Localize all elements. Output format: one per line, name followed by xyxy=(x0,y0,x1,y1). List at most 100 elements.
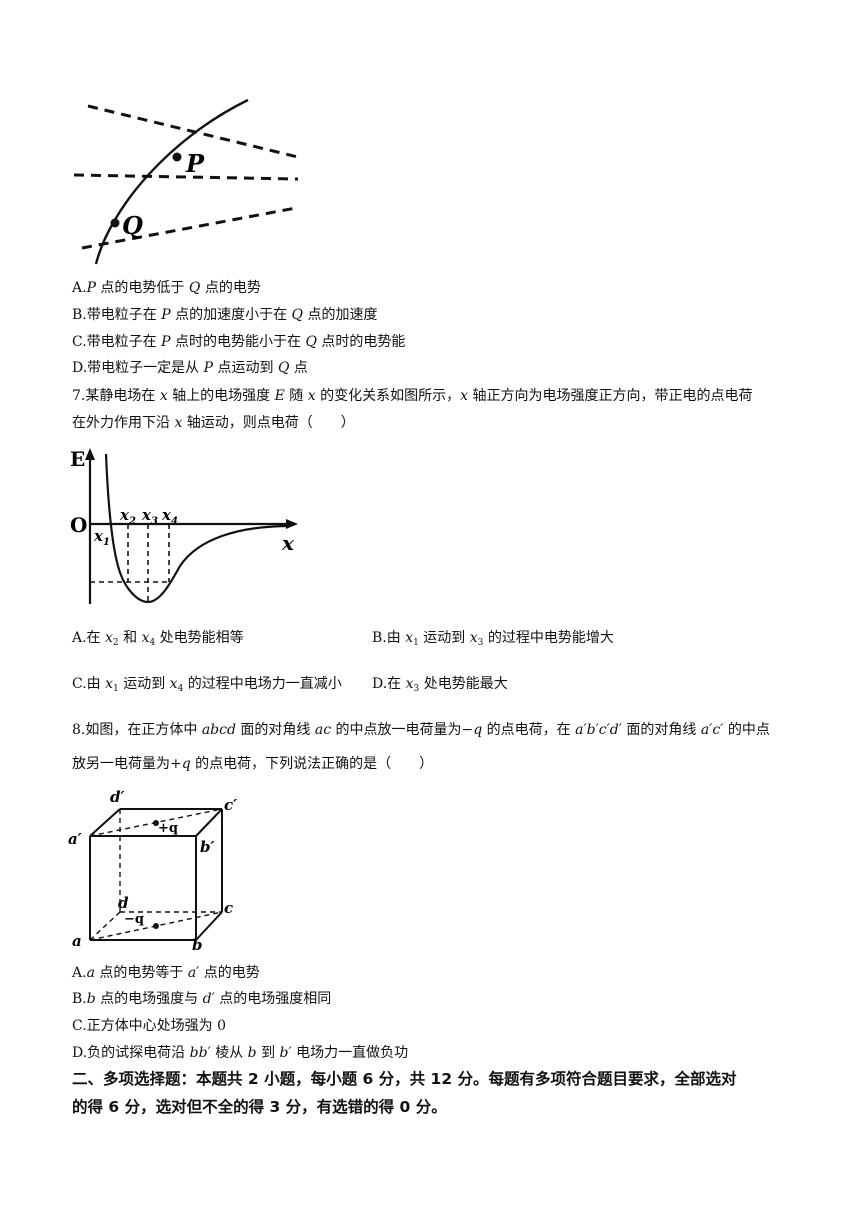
label-x3: x3 xyxy=(141,506,158,527)
text: 的中点放一电荷量为 xyxy=(331,722,462,738)
text: 点时的电势能 xyxy=(316,334,406,350)
sub: 4 xyxy=(149,638,156,648)
text: 的点电荷，下列说法正确的是（ ） xyxy=(190,756,434,772)
text: A.在 xyxy=(72,630,106,646)
text: 的中点 xyxy=(723,722,770,738)
q6-option-d: D.带电粒子一定是从 P 点运动到 Q 点 xyxy=(72,358,308,378)
text: 放另一电荷量为 xyxy=(72,756,170,772)
text: 的过程中电势能增大 xyxy=(483,630,614,646)
var: abcd xyxy=(201,722,236,738)
q7-option-c: C.由 x1 运动到 x4 的过程中电场力一直减小 xyxy=(72,674,342,699)
var: a xyxy=(86,965,95,981)
text: 7.某静电场在 xyxy=(72,388,160,404)
text: 运动到 xyxy=(118,676,170,692)
var: Q xyxy=(291,307,304,323)
q8-option-d: D.负的试探电荷沿 bb′ 棱从 b 到 b′ 电场力一直做负功 xyxy=(72,1043,408,1063)
var: E xyxy=(274,388,285,404)
trajectory-curve xyxy=(94,98,249,265)
var: x xyxy=(141,630,150,646)
text: 面的对角线 xyxy=(621,722,701,738)
label-e: E xyxy=(70,447,85,471)
var: ac xyxy=(314,722,332,738)
section2-heading-line1: 二、多项选择题：本题共 2 小题，每小题 6 分，共 12 分。每题有多项符合题… xyxy=(72,1070,737,1088)
sub: 2 xyxy=(112,638,119,648)
var: P xyxy=(203,360,214,376)
e-axis-arrow-icon xyxy=(85,448,95,460)
text: 点的加速度小于在 xyxy=(170,307,292,323)
text: 轴运动，则点电荷（ ） xyxy=(182,415,355,431)
var: d′ xyxy=(202,991,215,1007)
var: b xyxy=(247,1045,257,1061)
var: b xyxy=(86,991,96,1007)
var: P xyxy=(161,334,171,350)
text: 点时的电势能小于在 xyxy=(170,334,306,350)
text: 8.如图，在正方体中 xyxy=(72,722,202,738)
text: 点的电势等于 xyxy=(94,965,188,981)
text: 点的电势低于 xyxy=(95,280,189,296)
var: x xyxy=(174,415,183,431)
var: Q xyxy=(188,280,201,296)
dashed-line-middle xyxy=(73,173,299,181)
q8-option-a: A.a 点的电势等于 a′ 点的电势 xyxy=(72,963,260,983)
x3-sub: 3 xyxy=(151,516,158,527)
edge-b-c-bottom xyxy=(195,911,223,941)
text: 运动到 xyxy=(418,630,470,646)
var: x xyxy=(405,676,414,692)
sub: 3 xyxy=(413,684,420,694)
label-x2: x2 xyxy=(119,506,136,527)
text: 电场力一直做负功 xyxy=(291,1045,409,1061)
text: 棱从 xyxy=(210,1045,248,1061)
x3-var: x xyxy=(141,506,152,524)
q7-stem-line2: 在外力作用下沿 x 轴运动，则点电荷（ ） xyxy=(72,413,355,433)
x1-sub: 1 xyxy=(103,537,110,548)
x4-var: x xyxy=(161,506,172,524)
q8-stem-line1: 8.如图，在正方体中 abcd 面的对角线 ac 的中点放一电荷量为−q 的点电… xyxy=(72,720,770,740)
text: 点的加速度 xyxy=(303,307,378,323)
x1-var: x xyxy=(93,527,104,545)
e-x-graph: E O x x1 x2 x3 x4 xyxy=(70,447,298,604)
var: x xyxy=(405,630,414,646)
label-q: Q xyxy=(122,211,143,240)
var: x xyxy=(169,676,178,692)
q6-option-a: A.P 点的电势低于 Q 点的电势 xyxy=(72,278,261,298)
point-q xyxy=(110,218,120,228)
x4-sub: 4 xyxy=(171,516,178,527)
x-axis-arrow-icon xyxy=(286,519,298,529)
text: B.带电粒子在 xyxy=(72,307,162,323)
var: x xyxy=(105,630,113,646)
e-curve xyxy=(104,453,291,604)
q8-stem-line2: 放另一电荷量为+q 的点电荷，下列说法正确的是（ ） xyxy=(72,754,433,774)
q6-option-b: B.带电粒子在 P 点的加速度小于在 Q 点的加速度 xyxy=(72,305,377,325)
text: 点的电势 xyxy=(200,280,261,296)
var: bb′ xyxy=(189,1045,211,1061)
text: B. xyxy=(72,991,87,1007)
label-x: x xyxy=(281,531,295,555)
field-lines-figure: P Q xyxy=(73,98,303,265)
text: 随 xyxy=(284,388,308,404)
q7-option-d: D.在 x3 处电势能最大 xyxy=(372,674,508,699)
text: 点的电势 xyxy=(199,965,260,981)
text: D.带电粒子一定是从 xyxy=(72,360,204,376)
q8-option-c: C.正方体中心处场强为 0 xyxy=(72,1018,227,1034)
sub: 1 xyxy=(413,638,419,648)
var: a′b′c′d′ xyxy=(575,722,622,738)
label-c-prime: c′ xyxy=(224,796,237,814)
text: B.由 xyxy=(372,630,406,646)
label-b-prime: b′ xyxy=(200,838,214,856)
var: x xyxy=(105,676,114,692)
q7-option-a: A.在 x2 和 x4 处电势能相等 xyxy=(72,628,244,653)
q7-stem-line1: 7.某静电场在 x 轴上的电场强度 E 随 x 的变化关系如图所示，x 轴正方向… xyxy=(72,386,752,406)
label-c: c xyxy=(224,899,233,917)
label-a-prime: a′ xyxy=(68,830,82,848)
label-x1: x1 xyxy=(93,527,110,548)
x2-var: x xyxy=(119,506,130,524)
var: x xyxy=(307,388,316,404)
var: b′ xyxy=(279,1045,292,1061)
sub: 1 xyxy=(113,684,119,694)
label-a: a xyxy=(72,932,82,950)
dashed-line-bottom xyxy=(81,206,297,250)
text: A. xyxy=(72,280,87,296)
text: 点运动到 xyxy=(213,360,278,376)
label-d-prime: d′ xyxy=(110,788,124,806)
var: x xyxy=(159,388,168,404)
